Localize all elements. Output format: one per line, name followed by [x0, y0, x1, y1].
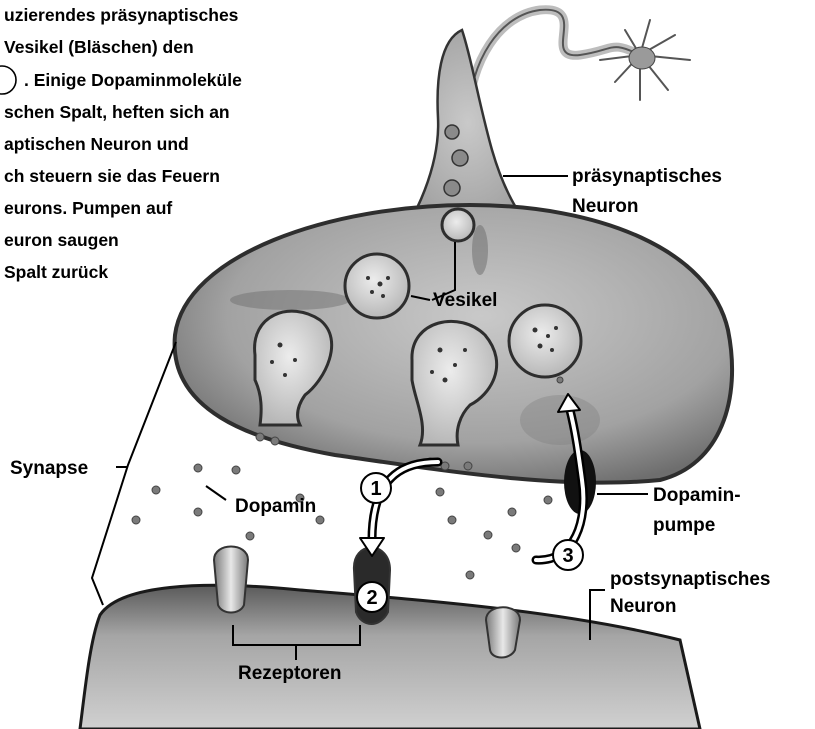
caption-line-8: euron saugen [4, 230, 119, 250]
label-dopamine: Dopamin [235, 496, 316, 517]
synapse-bracket [92, 342, 176, 605]
caption-line-5: aptischen Neuron und [4, 134, 189, 154]
label-vesicle: Vesikel [433, 290, 497, 311]
label-synapse: Synapse [10, 458, 88, 479]
label-presynaptic-line1: präsynaptisches [572, 166, 722, 187]
caption: uzierendes präsynaptisches Vesikel (Bläs… [0, 5, 242, 282]
distant-neuron [468, 10, 690, 118]
vesicle-right [509, 305, 581, 377]
caption-line-3: . Einige Dopaminmoleküle [24, 70, 242, 90]
label-postsynaptic-line2: Neuron [610, 596, 677, 617]
receptor-right [486, 607, 520, 657]
caption-line-7: eurons. Pumpen auf [4, 198, 172, 218]
vesicle-upper [345, 254, 409, 318]
caption-line-4: schen Spalt, heften sich an [4, 102, 230, 122]
label-pump-line1: Dopamin- [653, 485, 741, 506]
step-2-number: 2 [366, 587, 377, 609]
label-pump-line2: pumpe [653, 515, 715, 536]
leader-dopamine [206, 486, 226, 500]
step-1-number: 1 [370, 478, 381, 500]
step-markers: 1 2 3 [357, 473, 583, 612]
postsynaptic-neuron [80, 585, 700, 729]
step-3-number: 3 [562, 545, 573, 567]
caption-line-9: Spalt zurück [4, 262, 108, 282]
caption-line-1: uzierendes präsynaptisches [4, 5, 239, 25]
receptor-left [214, 547, 248, 613]
label-postsynaptic-line1: postsynaptisches [610, 569, 771, 590]
inline-number-circle [0, 66, 16, 94]
label-presynaptic-line2: Neuron [572, 196, 639, 217]
vesicle-small [442, 209, 474, 241]
label-receptors: Rezeptoren [238, 663, 341, 684]
caption-line-6: ch steuern sie das Feuern [4, 166, 220, 186]
caption-line-2: Vesikel (Bläschen) den [4, 37, 194, 57]
